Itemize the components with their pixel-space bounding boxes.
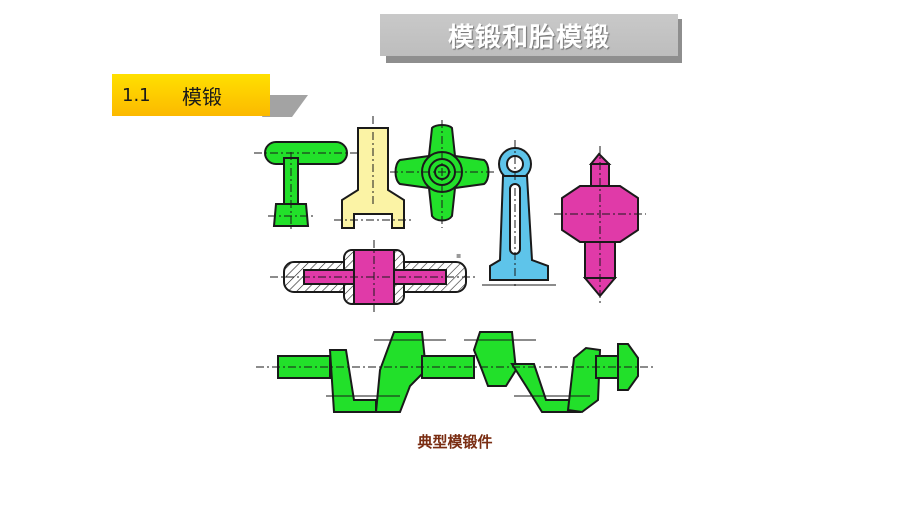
page-title: 模锻和胎模锻 (447, 22, 610, 53)
crankshaft-forging (256, 331, 654, 414)
section-number: 1.1 (122, 84, 151, 106)
cross-forging (390, 120, 494, 228)
t-lever-forging (254, 141, 358, 232)
figure-caption: 典型模锻件 (417, 433, 493, 451)
fork-forging (334, 116, 412, 229)
sectioned-gear-forging: ▪ (270, 240, 476, 314)
title-banner: 模锻和胎模锻 (380, 14, 678, 56)
section-heading: 1.1 模锻 (112, 74, 270, 116)
forgings-illustration: ▪ (254, 116, 654, 414)
spindle-forging (554, 146, 646, 304)
svg-text:▪: ▪ (456, 251, 461, 260)
connecting-rod-forging (482, 140, 556, 286)
section-label: 模锻 (182, 84, 222, 109)
section-wedge-decoration (262, 95, 308, 117)
